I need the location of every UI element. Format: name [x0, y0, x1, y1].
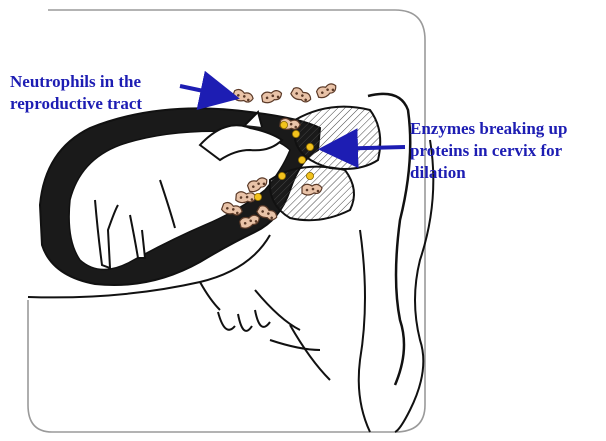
label-enzymes-line3: dilation [410, 162, 567, 184]
label-neutrophils-line1: Neutrophils in the [10, 71, 142, 93]
neutrophil-cell-icon [302, 184, 322, 195]
neutrophil-cell-icon [261, 90, 283, 104]
neutrophil-cell-icon [316, 82, 338, 99]
enzyme-dot-icon [278, 172, 285, 179]
arrow-neutrophils [180, 86, 232, 97]
neutrophil-cell-icon [290, 86, 313, 105]
arrow-enzymes [326, 147, 405, 149]
cervix-upper [295, 107, 380, 169]
enzyme-dot-icon [306, 143, 313, 150]
label-enzymes-line2: proteins in cervix for [410, 140, 567, 162]
enzyme-dot-icon [306, 172, 313, 179]
enzyme-dot-icon [254, 193, 261, 200]
enzyme-dot-icon [298, 156, 305, 163]
enzyme-dot-icon [280, 121, 287, 128]
label-neutrophils: Neutrophils in the reproductive tract [10, 71, 142, 115]
neutrophil-cell-icon [232, 88, 254, 105]
enzyme-dot-icon [292, 130, 299, 137]
label-neutrophils-line2: reproductive tract [10, 93, 142, 115]
udder [218, 310, 270, 331]
label-enzymes-line1: Enzymes breaking up [410, 118, 567, 140]
label-enzymes: Enzymes breaking up proteins in cervix f… [410, 118, 567, 184]
